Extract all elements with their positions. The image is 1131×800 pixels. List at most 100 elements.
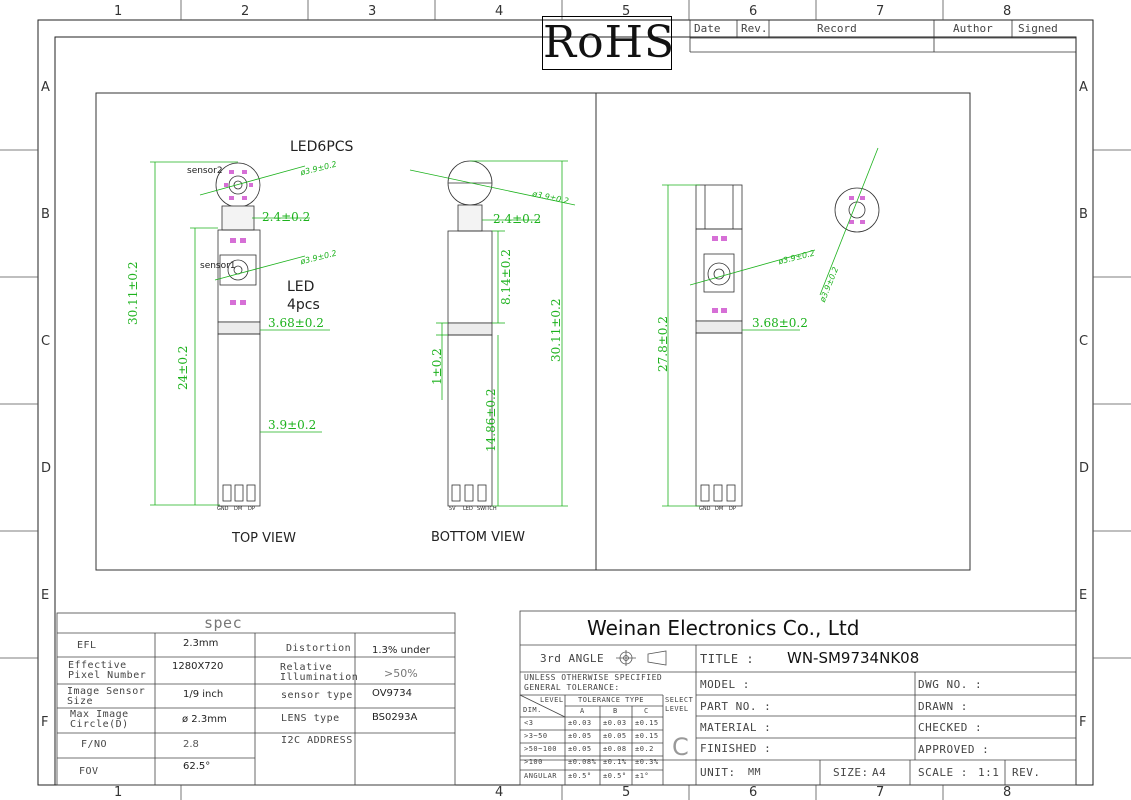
tol-row0-a: ±0.03 — [568, 719, 592, 727]
tol-row0-c: ±0.15 — [635, 719, 659, 727]
tol-row2-b: ±0.08 — [603, 745, 627, 753]
spec-row0-label: EFL — [77, 640, 97, 651]
grid-row-e-right: E — [1079, 588, 1088, 603]
tol-row3-c: ±0.3% — [635, 758, 659, 766]
dim-bottom-width-2-4: 2.4±0.2 — [493, 212, 542, 226]
tol-row4-c: ±1° — [635, 772, 650, 780]
pin-side-dp: DP — [729, 506, 736, 512]
pin-bottom-5v: 5V — [449, 506, 456, 512]
dim-top-width-2-4: 2.4±0.2 — [262, 210, 311, 224]
grid-row-f-right: F — [1079, 715, 1087, 730]
grid-row-b-right: B — [1079, 207, 1088, 222]
pin-top-dm: DM — [234, 506, 243, 512]
bottom-view-dims — [409, 160, 576, 507]
grid-col-bottom-6: 6 — [749, 785, 758, 800]
tol-row3-a: ±0.08% — [568, 758, 597, 766]
top-view-dims — [150, 161, 330, 506]
finished-label: FINISHED : — [700, 742, 772, 755]
tol-row1-b: ±0.05 — [603, 732, 627, 740]
label-led: LED — [287, 279, 315, 295]
grid-col-bottom-5: 5 — [622, 785, 631, 800]
tol-row4-a: ±0.5° — [568, 772, 592, 780]
tol-row0-dim: <3 — [524, 719, 534, 727]
grid-col-1: 1 — [114, 4, 123, 19]
grid-col-8: 8 — [1003, 4, 1012, 19]
title-value: WN-SM9734NK08 — [787, 649, 920, 667]
unit-label: UNIT: — [700, 766, 736, 779]
grid-row-c-right: C — [1079, 334, 1089, 349]
spec-row4-label2: I2C ADDRESS — [281, 735, 353, 746]
grid-col-2: 2 — [241, 4, 250, 19]
spec-title: spec — [204, 614, 243, 632]
title-block-lines — [519, 610, 1077, 786]
tol-row3-b: ±0.1% — [603, 758, 627, 766]
dim-top-length-24: 24±0.2 — [176, 345, 190, 390]
pin-top-gnd: GND — [217, 506, 229, 512]
grid-row-a-right: A — [1079, 80, 1088, 95]
grid-col-bottom-4: 4 — [495, 785, 504, 800]
scale-value: 1:1 — [978, 766, 1000, 779]
approved-label: APPROVED : — [918, 743, 990, 756]
spec-row3-label: Max Image Circle(D) — [70, 709, 129, 730]
label-top-view: TOP VIEW — [232, 531, 296, 546]
rev-label: REV. — [1012, 766, 1041, 779]
material-label: MATERIAL : — [700, 721, 772, 734]
pin-bottom-led: LED — [463, 506, 473, 512]
tol-col-b: B — [613, 707, 618, 715]
spec-row1-value: 1280X720 — [172, 661, 224, 672]
rev-header-record: Record — [817, 22, 857, 35]
spec-table-lines — [56, 612, 456, 786]
grid-col-5: 5 — [622, 4, 631, 19]
pin-top-dp: DP — [248, 506, 255, 512]
dwg-no-label: DWG NO. : — [918, 678, 983, 691]
select-level: SELECT LEVEL — [665, 696, 694, 713]
tol-col-c: C — [644, 707, 649, 715]
pin-side-dm: DM — [715, 506, 724, 512]
tol-col-a: A — [580, 707, 585, 715]
spec-row0-label2: Distortion — [286, 643, 352, 654]
spec-row0-value2: 1.3% under — [372, 645, 430, 656]
tol-row0-b: ±0.03 — [603, 719, 627, 727]
grid-col-4: 4 — [495, 4, 504, 19]
tol-row1-dim: >3~50 — [524, 732, 548, 740]
spec-row3-value2: BS0293A — [372, 712, 418, 723]
rev-header-author: Author — [953, 22, 993, 35]
rev-header-rev: Rev. — [741, 22, 768, 35]
dim-top-length-total: 30.11±0.2 — [126, 261, 140, 326]
spec-row1-label2: Relative Illumination — [280, 662, 359, 683]
scale-label: SCALE : — [918, 766, 968, 779]
tolerance-type: TOLERANCE TYPE — [578, 696, 645, 704]
tol-row2-dim: >50~100 — [524, 745, 558, 753]
company-name: Weinan Electronics Co., Ltd — [587, 616, 860, 640]
dim-side-width-3-68: 3.68±0.2 — [752, 316, 808, 330]
grid-col-6: 6 — [749, 4, 758, 19]
label-led-count: 4pcs — [287, 297, 320, 313]
rohs-mark: RoHS — [542, 16, 676, 70]
projection-symbol-icon — [616, 650, 667, 666]
spec-row4-value: 2.8 — [183, 739, 199, 750]
grid-row-a: A — [41, 80, 50, 95]
views-frame — [95, 92, 971, 571]
spec-row2-value2: OV9734 — [372, 688, 412, 699]
unit-value: MM — [748, 767, 762, 778]
grid-row-d-right: D — [1079, 461, 1090, 476]
dim-side-length-27-8: 27.8±0.2 — [656, 316, 670, 372]
pin-bottom-switch: SWITCH — [477, 506, 497, 512]
grid-col-bottom-7: 7 — [876, 785, 885, 800]
tol-row3-dim: >100 — [524, 758, 543, 766]
grid-row-b: B — [41, 207, 50, 222]
dim-bottom-length-8-14: 8.14±0.2 — [499, 249, 513, 305]
grid-col-3: 3 — [368, 4, 377, 19]
spec-row5-value: 62.5° — [183, 761, 211, 772]
dim-top-width-3-9: 3.9±0.2 — [268, 418, 317, 432]
tolerance-level: LEVEL — [540, 696, 564, 704]
grid-row-d: D — [41, 461, 52, 476]
label-sensor2: sensor2 — [187, 166, 223, 176]
top-view-leds — [224, 170, 253, 305]
spec-row0-value: 2.3mm — [183, 638, 219, 649]
checked-label: CHECKED : — [918, 721, 983, 734]
bottom-view-outline — [447, 160, 493, 507]
rev-header-date: Date — [694, 22, 721, 35]
grid-row-c: C — [41, 334, 51, 349]
